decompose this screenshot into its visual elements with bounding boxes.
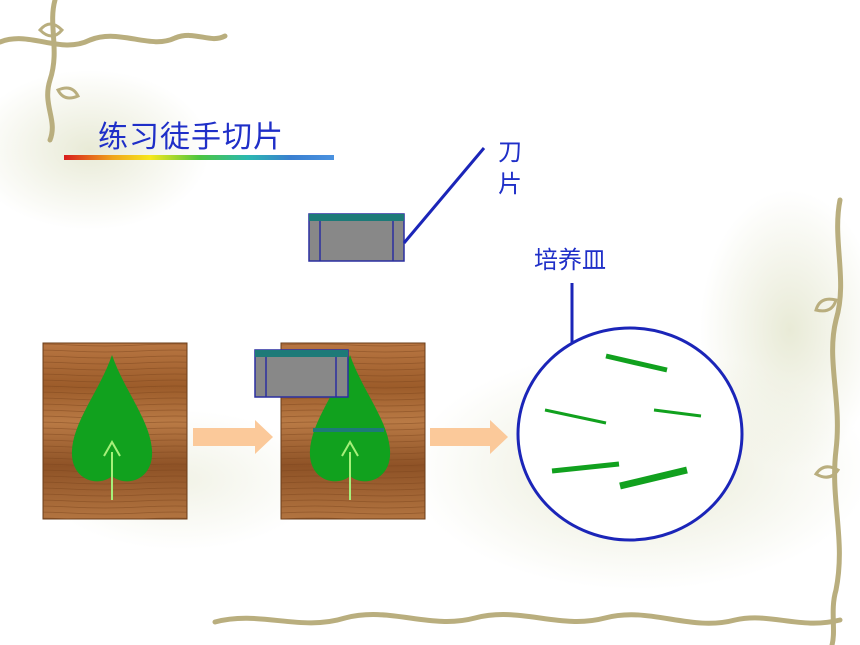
blade-icon (254, 349, 349, 398)
right-arrow-icon (193, 420, 273, 454)
tissue-slice (605, 353, 668, 373)
blade-label: 刀片 (498, 138, 522, 198)
slide-title: 练习徒手切片 (98, 120, 284, 155)
tissue-slice (544, 408, 607, 425)
tissue-slice (653, 408, 702, 418)
blade-icon (308, 213, 405, 262)
leaf-icon (71, 355, 153, 500)
tissue-slice (551, 461, 620, 474)
right-arrow-icon (430, 420, 508, 454)
blade-leader-line (402, 147, 486, 244)
title-underline (64, 155, 334, 160)
petri-dish-icon (516, 326, 744, 542)
tissue-slice (619, 466, 688, 490)
petri-dish-label: 培养皿 (534, 246, 606, 274)
leaf-icon (309, 355, 391, 500)
